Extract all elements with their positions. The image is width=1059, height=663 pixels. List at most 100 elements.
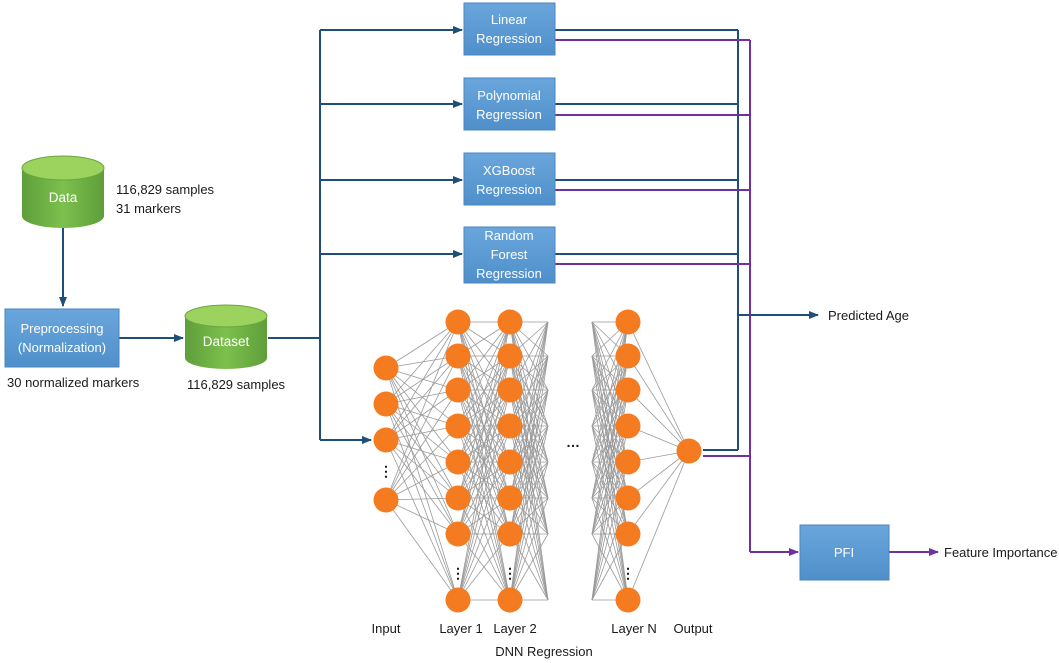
dnn-edge [457,461,511,535]
dnn-edge [385,321,459,405]
dnn-edge [627,355,690,452]
dnn-edge [385,355,459,441]
flow-connectors [59,26,939,556]
model-linear-regression: Linear Regression [463,2,556,56]
dnn-edge [457,425,511,535]
model-rf-label-line2: Forest [491,247,528,262]
dnn-layer2-node-8 [497,587,523,613]
dnn-connections [385,321,690,601]
dnn-edge [385,425,459,501]
dnn-title: DNN Regression [495,644,593,659]
preprocessing-box: Preprocessing (Normalization) [4,308,120,368]
dnn-layer2-node-5 [497,449,523,475]
dnn-edge [509,321,549,391]
model-polynomial-label-line1: Polynomial [477,88,541,103]
dnn-layer1-node-2 [445,343,471,369]
dnn-layer1-label: Layer 1 [439,621,482,636]
dnn-layer1-node-3 [445,377,471,403]
layer1-vertical-ellipsis: ⋮ [451,565,465,581]
dnn-layern-node-4 [615,413,641,439]
model-random-forest-regression: Random Forest Regression [463,226,556,284]
dnn-layern-node-7 [615,521,641,547]
dnn-edge [591,497,629,601]
dnn-edge [627,450,690,499]
model-polynomial-label-line2: Regression [476,107,542,122]
dnn-nodes [373,309,702,613]
data-store-label: Data [49,190,78,205]
dnn-edge [385,321,459,441]
dnn-input-node-3 [373,427,399,453]
dnn-edge [591,461,629,535]
layern-vertical-ellipsis: ⋮ [621,565,635,581]
dnn-edge [385,439,459,535]
dnn-output-node-1 [676,438,702,464]
dnn-layer2-node-3 [497,377,523,403]
dnn-layer2-node-4 [497,413,523,439]
dnn-layer1-node-5 [445,449,471,475]
dnn-edge [509,355,549,601]
dnn-edge [457,321,511,391]
dnn-edge [509,321,549,463]
dnn-layer2-node-2 [497,343,523,369]
dnn-layern-node-8 [615,587,641,613]
dnn-edge [509,321,549,601]
preprocessing-label-line2: (Normalization) [18,340,106,355]
model-xgboost-regression: XGBoost Regression [463,152,556,206]
dnn-layern-node-1 [615,309,641,335]
hidden-layers-ellipsis: … [566,434,580,450]
dnn-edge [509,497,549,601]
dnn-edge [591,321,629,601]
dnn-edge [385,439,459,463]
dnn-layern-node-2 [615,343,641,369]
data-markers-note: 31 markers [116,201,182,216]
dnn-edge [627,389,690,452]
dnn-edge [385,355,459,405]
feature-importance-label: Feature Importance [944,545,1057,560]
dnn-layer2-node-6 [497,485,523,511]
dnn-edge [627,450,690,601]
pfi-label: PFI [834,545,854,560]
preprocessing-label-line1: Preprocessing [20,321,103,336]
dnn-layer1-node-8 [445,587,471,613]
dnn-input-node-2 [373,391,399,417]
model-linear-label-line2: Regression [476,31,542,46]
dnn-layer2-label: Layer 2 [493,621,536,636]
dnn-layern-node-5 [615,449,641,475]
dnn-edge [385,355,459,501]
dnn-output-label: Output [673,621,712,636]
dnn-layer1-node-1 [445,309,471,335]
dnn-layer2-node-1 [497,309,523,335]
dnn-edge [509,533,549,601]
dnn-edge [457,321,511,601]
dnn-layern-node-6 [615,485,641,511]
dnn-edge [457,461,511,601]
dnn-edge [627,321,690,452]
dnn-edge [591,533,629,601]
dnn-layern-label: Layer N [611,621,657,636]
dnn-input-label: Input [372,621,401,636]
dnn-layer2-node-7 [497,521,523,547]
dnn-input-node-4 [373,487,399,513]
dnn-layer1-node-4 [445,413,471,439]
dnn-edge [509,461,549,535]
dnn-edge [509,321,549,427]
dnn-edge [509,425,549,601]
dataset-store: Dataset [184,304,268,369]
layer2-vertical-ellipsis: ⋮ [503,565,517,581]
preprocessing-note: 30 normalized markers [7,375,140,390]
dnn-edge [385,321,459,501]
dnn-edge [385,499,459,601]
dnn-edge [385,499,459,535]
dataset-label: Dataset [203,334,250,349]
dnn-edge [591,461,629,601]
dnn-edge [457,497,511,601]
model-xgboost-label-line2: Regression [476,182,542,197]
dnn-edge [591,321,629,427]
dnn-edge [627,450,690,535]
dataset-note: 116,829 samples [187,377,286,392]
pfi-box: PFI [799,524,890,581]
data-store: Data [21,155,105,228]
dnn-input-node-1 [373,355,399,381]
data-samples-note: 116,829 samples [116,182,215,197]
predicted-age-label: Predicted Age [828,308,909,323]
